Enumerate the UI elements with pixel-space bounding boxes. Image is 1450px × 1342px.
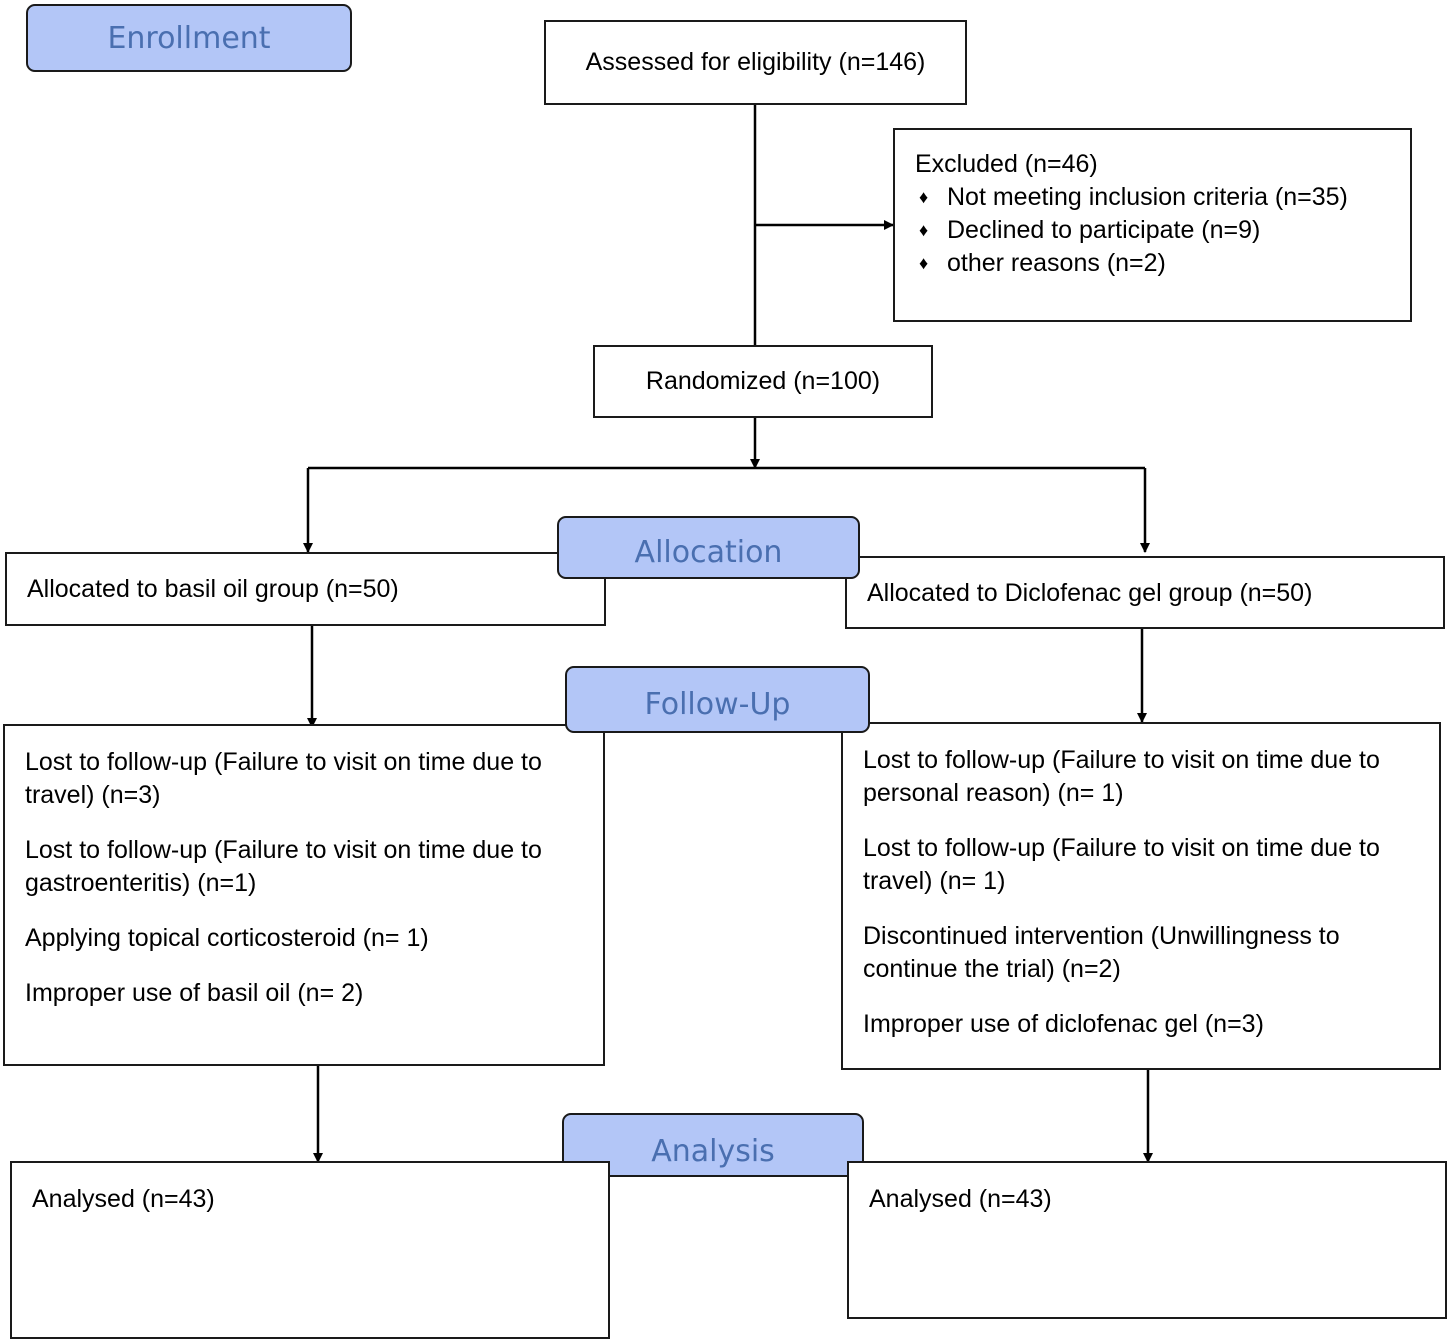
analysed-left-box: Analysed (n=43) xyxy=(10,1161,610,1339)
randomized-text: Randomized (n=100) xyxy=(645,367,881,395)
excluded-item-text: Not meeting inclusion criteria (n=35) xyxy=(947,183,1348,211)
stage-enrollment-label: Enrollment xyxy=(107,21,271,56)
allocated-right-text: Allocated to Diclofenac gel group (n=50) xyxy=(867,579,1313,607)
followup-right-item: Lost to follow-up (Failure to visit on t… xyxy=(863,834,1380,895)
followup-left-box: Lost to follow-up (Failure to visit on t… xyxy=(3,724,605,1066)
followup-right-item: Discontinued intervention (Unwillingness… xyxy=(863,922,1340,983)
excluded-item: ♦ Not meeting inclusion criteria (n=35) xyxy=(915,181,1410,214)
followup-right-item: Lost to follow-up (Failure to visit on t… xyxy=(863,746,1380,807)
followup-left-item: Improper use of basil oil (n= 2) xyxy=(25,979,364,1007)
diamond-bullet-icon: ♦ xyxy=(919,253,929,273)
stage-follow-up-label: Follow-Up xyxy=(644,687,791,722)
analysed-left-text: Analysed (n=43) xyxy=(32,1185,215,1213)
followup-right-item: Improper use of diclofenac gel (n=3) xyxy=(863,1010,1264,1038)
stage-allocation: Allocation xyxy=(557,516,860,579)
followup-left-item: Lost to follow-up (Failure to visit on t… xyxy=(25,836,542,897)
excluded-item-text: other reasons (n=2) xyxy=(947,249,1166,277)
stage-analysis: Analysis xyxy=(562,1113,864,1177)
stage-enrollment: Enrollment xyxy=(26,4,352,72)
randomized-box: Randomized (n=100) xyxy=(593,345,933,418)
excluded-box: Excluded (n=46) ♦ Not meeting inclusion c… xyxy=(893,128,1412,322)
excluded-item: ♦ Declined to participate (n=9) xyxy=(915,214,1410,247)
allocated-right-box: Allocated to Diclofenac gel group (n=50) xyxy=(845,556,1445,629)
excluded-item: ♦ other reasons (n=2) xyxy=(915,247,1410,280)
excluded-item-text: Declined to participate (n=9) xyxy=(947,216,1261,244)
analysed-right-text: Analysed (n=43) xyxy=(869,1185,1052,1213)
stage-analysis-label: Analysis xyxy=(651,1134,775,1169)
excluded-list: ♦ Not meeting inclusion criteria (n=35) ♦… xyxy=(915,181,1410,280)
followup-right-box: Lost to follow-up (Failure to visit on t… xyxy=(841,722,1441,1070)
assessed-box: Assessed for eligibility (n=146) xyxy=(544,20,967,105)
followup-left-item: Applying topical corticosteroid (n= 1) xyxy=(25,924,429,952)
excluded-title: Excluded (n=46) xyxy=(915,150,1098,178)
analysed-right-box: Analysed (n=43) xyxy=(847,1161,1447,1319)
stage-allocation-label: Allocation xyxy=(634,535,783,570)
diamond-bullet-icon: ♦ xyxy=(919,187,929,207)
allocated-left-box: Allocated to basil oil group (n=50) xyxy=(5,552,606,626)
followup-left-item: Lost to follow-up (Failure to visit on t… xyxy=(25,748,542,809)
allocated-left-text: Allocated to basil oil group (n=50) xyxy=(27,575,399,603)
assessed-text: Assessed for eligibility (n=146) xyxy=(585,48,926,76)
stage-follow-up: Follow-Up xyxy=(565,666,870,733)
diamond-bullet-icon: ♦ xyxy=(919,220,929,240)
